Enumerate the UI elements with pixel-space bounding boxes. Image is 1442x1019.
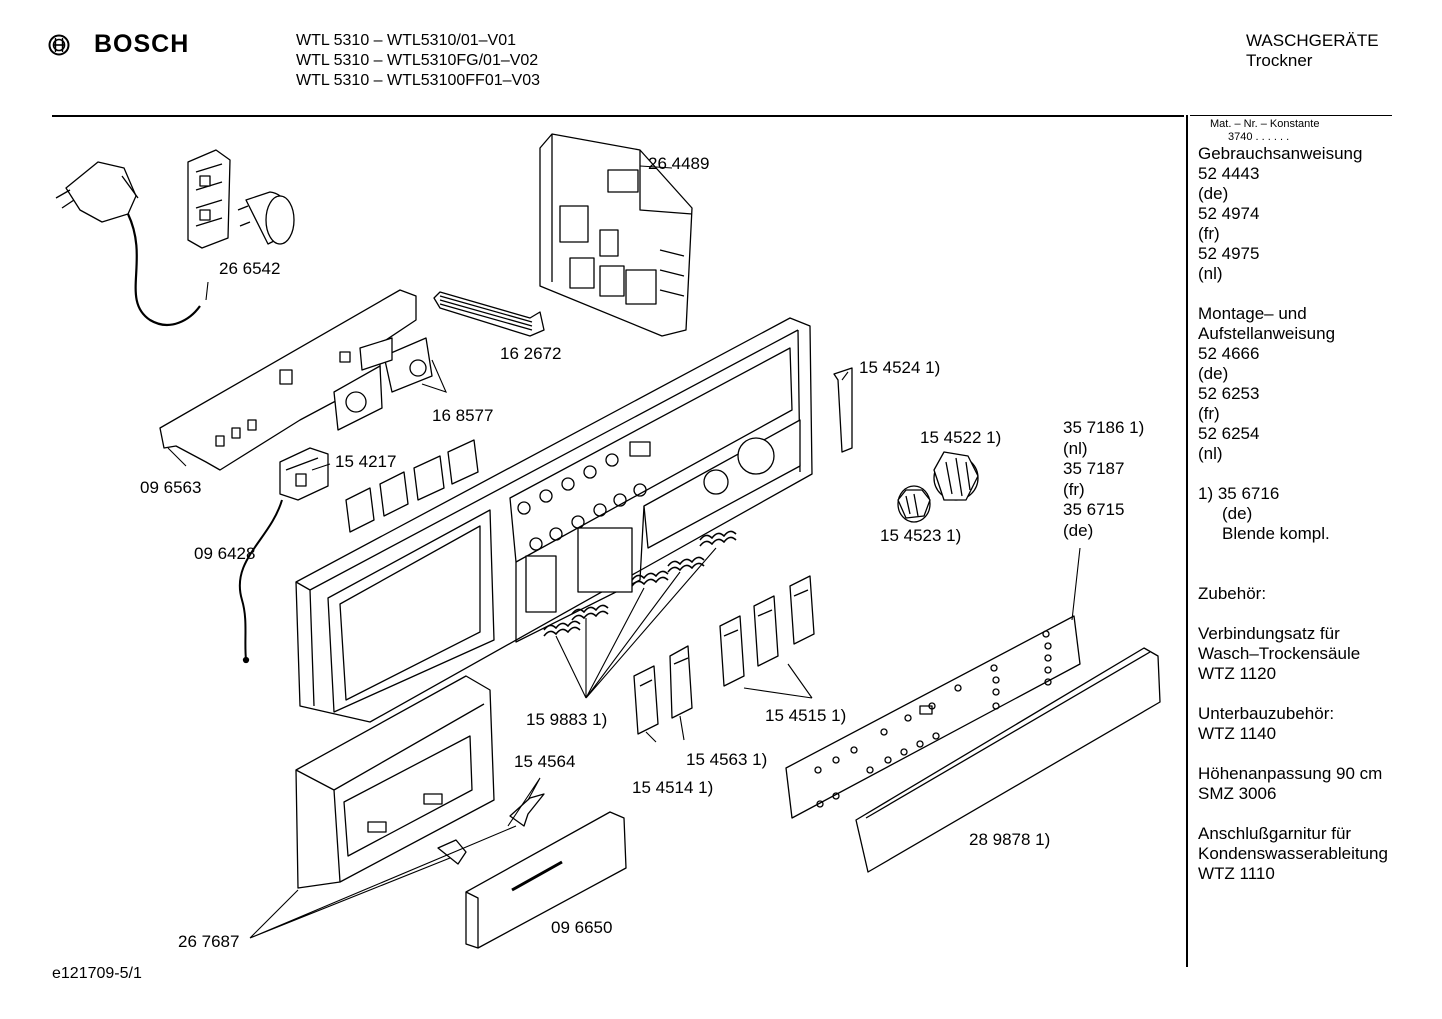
part-label-15-4523: 15 4523 1) — [880, 526, 962, 545]
sidebar-note-line: Höhenanpassung 90 cm — [1198, 764, 1383, 783]
sidebar-notes: Mat. – Nr. – Konstante 3740 . . . . . . … — [1198, 118, 1388, 884]
brand-logo: BOSCH — [48, 30, 189, 59]
brand-name: BOSCH — [94, 30, 190, 58]
control-panel-housing-icon — [295, 317, 813, 723]
model-line: WTL 5310 – WTL5310/01–V01 — [296, 32, 516, 49]
panel-buttons-icon — [517, 453, 647, 551]
part-label-26-4489: 26 4489 — [648, 154, 710, 173]
ribbon-cable-icon — [433, 291, 545, 337]
drawer-front-icon — [295, 675, 495, 889]
part-label-15-4563: 15 4563 1) — [686, 750, 768, 769]
variant-language: (fr) — [1063, 479, 1085, 499]
sidebar-note-line: Verbindungsatz für — [1198, 624, 1340, 643]
decor-panel-icon — [785, 615, 1081, 819]
sidebar-note-line: (fr) — [1198, 224, 1220, 243]
flap-icon — [465, 811, 627, 949]
sidebar-note-line: 52 4666 — [1198, 344, 1260, 363]
spring-icon — [543, 530, 737, 637]
sidebar-note-line: (de) — [1198, 364, 1229, 383]
variant-language: (nl) — [1063, 438, 1088, 458]
sidebar-note-line: Kondenswasserableitung — [1198, 844, 1388, 863]
category-title: WASCHGERÄTE — [1246, 31, 1379, 50]
part-label-16-8577: 16 8577 — [432, 406, 494, 425]
mat-number-header: Mat. – Nr. – Konstante — [1210, 118, 1320, 130]
variant-number: 35 7187 — [1063, 459, 1125, 479]
sidebar-note-line: WTZ 1140 — [1198, 724, 1277, 743]
clip-icon — [833, 367, 853, 453]
door-switch-icon — [279, 447, 329, 501]
sidebar-note-line: (nl) — [1198, 264, 1223, 283]
sidebar-note-line: Montage– und — [1198, 304, 1307, 323]
sidebar-divider — [1186, 115, 1188, 967]
part-label-15-9883: 15 9883 1) — [526, 710, 608, 729]
part-label-26-7687: 26 7687 — [178, 932, 240, 951]
sidebar-top-rule — [1190, 115, 1392, 116]
part-label-15-4217: 15 4217 — [335, 452, 397, 471]
variant-language: (de) — [1063, 520, 1094, 540]
electronic-module-icon — [539, 133, 693, 337]
part-label-15-4564: 15 4564 — [514, 752, 576, 771]
sidebar-note-line: (nl) — [1198, 444, 1223, 463]
sidebar-note-line: 52 4975 — [1198, 244, 1260, 263]
sidebar-note-line: Unterbauzubehör: — [1198, 704, 1335, 723]
power-plug-icon — [55, 161, 201, 326]
part-label-15-4515: 15 4515 1) — [765, 706, 847, 725]
variant-number: 35 6715 — [1063, 500, 1125, 520]
leader-lines — [167, 165, 1081, 939]
variant-number: 35 7186 1) — [1063, 418, 1145, 437]
hinge-icon — [437, 839, 467, 865]
part-label-28-9878: 28 9878 1) — [969, 830, 1051, 849]
sidebar-note-line: (de) — [1198, 184, 1229, 203]
mat-number-value: 3740 . . . . . . — [1228, 131, 1290, 143]
part-label-16-2672: 16 2672 — [500, 344, 562, 363]
sidebar-note-line: WTZ 1110 — [1198, 864, 1275, 883]
large-knob-icon — [933, 451, 979, 501]
sidebar-note-line: Anschlußgarnitur für — [1198, 824, 1352, 843]
small-knob-icon — [897, 485, 931, 523]
circuit-board-icon — [159, 289, 417, 471]
sidebar-note-line: (de) — [1222, 504, 1253, 523]
part-label-15-4522: 15 4522 1) — [920, 428, 1002, 447]
sidebar-note-line: 52 4974 — [1198, 204, 1260, 223]
sidebar-note-line: (fr) — [1198, 404, 1220, 423]
sidebar-note-line: 52 6253 — [1198, 384, 1260, 403]
category-subtitle: Trockner — [1246, 51, 1313, 70]
sidebar-note-line: Aufstellanweisung — [1198, 324, 1336, 343]
part-label-09-6428: 09 6428 — [194, 544, 256, 563]
sidebar-note-line: SMZ 3006 — [1198, 784, 1277, 803]
model-list: WTL 5310 – WTL5310/01–V01 WTL 5310 – WTL… — [296, 31, 540, 91]
category-block: WASCHGERÄTE Trockner — [1246, 31, 1379, 71]
sidebar-note-line: Zubehör: — [1198, 584, 1267, 603]
part-label-09-6650: 09 6650 — [551, 918, 613, 937]
sidebar-note-line: 52 4443 — [1198, 164, 1260, 183]
model-line: WTL 5310 – WTL53100FF01–V03 — [296, 72, 540, 89]
sidebar-note-line: Gebrauchsanweisung — [1198, 144, 1363, 163]
sidebar-note-line: Wasch–Trockensäule — [1198, 644, 1361, 663]
part-label-decor-variants: 35 7186 1) (nl) 35 7187 (fr) 35 6715 (de… — [1063, 418, 1144, 542]
cover-strip-icon — [855, 647, 1161, 873]
part-label-15-4514: 15 4514 1) — [632, 778, 714, 797]
sidebar-note-line: 52 6254 — [1198, 424, 1260, 443]
drawing-code: e121709-5/1 — [52, 965, 142, 982]
bosch-emblem-icon — [48, 34, 70, 55]
ground-wire-icon — [238, 499, 283, 661]
part-label-09-6563: 09 6563 — [140, 478, 202, 497]
sidebar-note-line: 1) 35 6716 — [1198, 484, 1280, 503]
model-line: WTL 5310 – WTL5310FG/01–V02 — [296, 52, 539, 69]
part-label-15-4524: 15 4524 1) — [859, 358, 941, 377]
push-button-icon — [633, 575, 815, 735]
sidebar-note-line: WTZ 1120 — [1198, 664, 1277, 683]
sidebar-note-line: Blende kompl. — [1222, 524, 1330, 543]
rotary-switch-icon — [333, 337, 433, 431]
capacitor-icon — [237, 191, 295, 245]
header-rule — [52, 115, 1184, 117]
terminal-block-icon — [187, 149, 231, 249]
hinge-icon — [509, 793, 545, 827]
part-label-26-6542: 26 6542 — [219, 259, 281, 278]
